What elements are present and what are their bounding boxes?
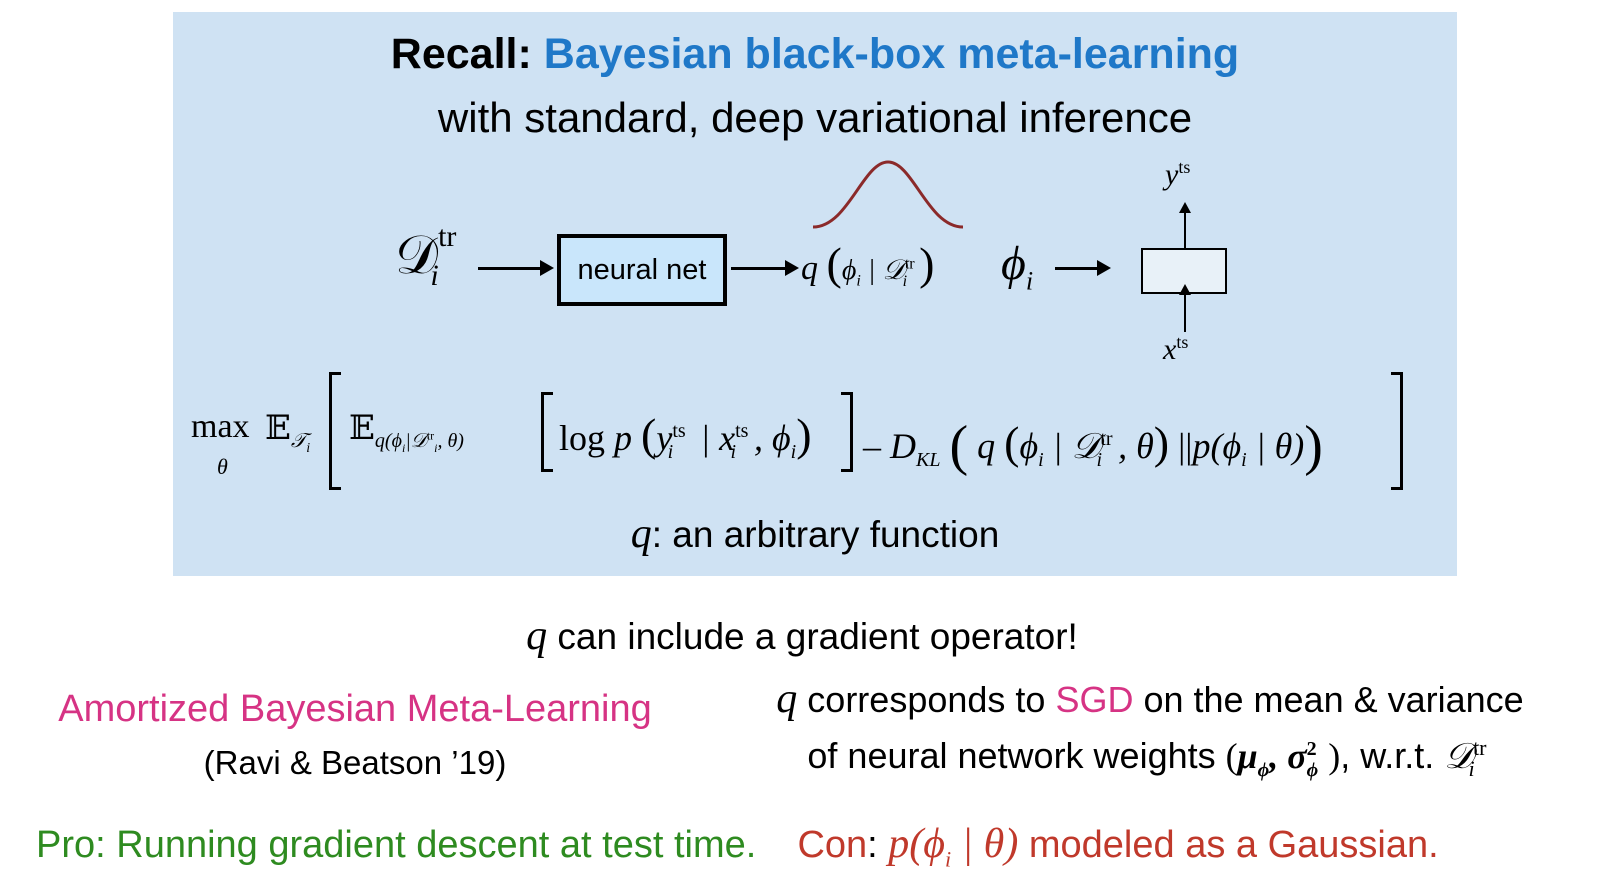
reference-title: Amortized Bayesian Meta-Learning — [58, 688, 652, 730]
panel-title: Recall: Bayesian black-box meta-learning — [390, 30, 1240, 78]
phi-label: ϕi — [1001, 237, 1034, 296]
objective-equation: max θ 𝔼𝒯i 𝔼q(ϕi|𝒟tri, θ) log p (ytsi | x… — [191, 372, 1441, 492]
pro-con-line: Pro: Running gradient descent at test ti… — [36, 821, 1439, 872]
neural-net-box: neural net — [557, 234, 727, 306]
output-arrow — [731, 260, 799, 276]
y-ts-label: yts — [1165, 157, 1191, 191]
con-text: modeled as a Gaussian. — [1018, 824, 1439, 866]
output-up-arrow — [1179, 202, 1191, 248]
con-prior-expression: p(ϕi | θ) — [888, 821, 1019, 872]
gaussian-curve-icon — [813, 160, 963, 229]
x-ts-label: xts — [1163, 332, 1189, 366]
gradient-operator-statement: q can include a gradient operator! — [526, 613, 1078, 659]
input-up-arrow — [1179, 284, 1191, 332]
description-line-2: of neural network weights (μϕ, σ2ϕ), w.r… — [807, 735, 1487, 782]
panel-caption: q: an arbitrary function — [630, 511, 1000, 557]
title-highlight: Bayesian black-box meta-learning — [543, 30, 1240, 78]
pro-label: Pro — [36, 824, 96, 866]
description-line-1: q corresponds to SGD on the mean & varia… — [776, 676, 1524, 722]
phi-arrow — [1055, 260, 1111, 276]
reference-citation: (Ravi & Beatson ’19) — [203, 744, 507, 781]
input-dataset-label: 𝒟tri — [395, 220, 457, 292]
pro-text: : Running gradient descent at test time. — [95, 824, 757, 866]
input-arrow — [478, 260, 554, 276]
panel-subtitle: with standard, deep variational inferenc… — [437, 94, 1193, 141]
recall-panel: Recall: Bayesian black-box meta-learning… — [173, 12, 1457, 576]
posterior-expression: q (ϕi | 𝒟tri) — [801, 238, 935, 290]
con-label: Con — [797, 824, 868, 866]
